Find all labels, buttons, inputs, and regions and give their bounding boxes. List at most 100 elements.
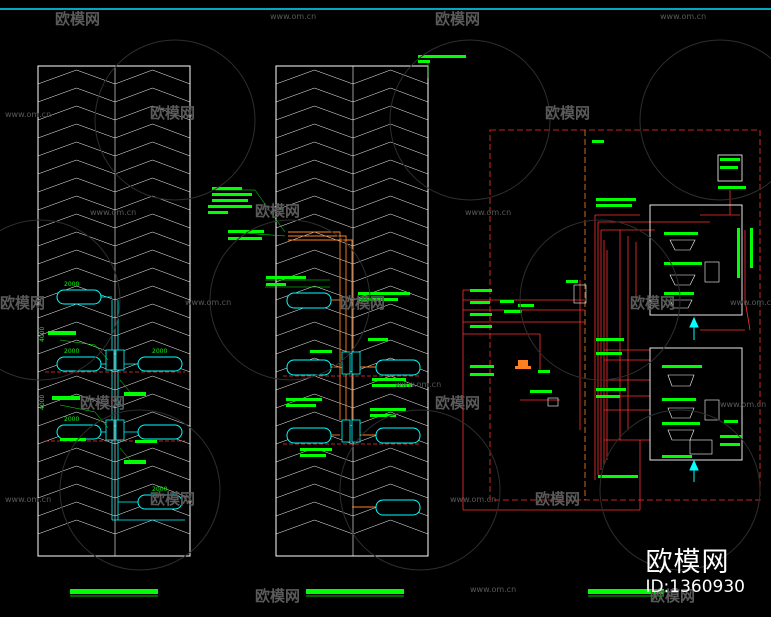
dim-label-3: 2000 xyxy=(152,348,167,355)
hatch-chevron xyxy=(352,321,429,337)
hatch-chevron xyxy=(114,519,191,535)
dim-label-4: 2000 xyxy=(64,416,79,423)
watermark-url: www.om.cn xyxy=(395,380,442,389)
plan-panel-left: 2000 2000 2000 2000 2000 4000 4000 xyxy=(37,65,191,597)
hatch-chevron xyxy=(275,87,354,103)
watermark-arcs xyxy=(0,39,771,571)
hatch-chevron xyxy=(275,519,354,535)
hatch-chevron xyxy=(352,249,429,265)
hatch-chevron xyxy=(114,69,191,85)
hatch-chevron xyxy=(352,177,429,193)
watermark-logo: 欧模网 xyxy=(255,587,301,605)
watermark-url: www.om.cn xyxy=(660,12,707,21)
hatch-chevron xyxy=(37,285,116,301)
watermark-url: www.om.cn xyxy=(5,110,52,119)
hatch-chevron xyxy=(114,447,191,463)
watermark-logo: 欧模网 xyxy=(0,294,46,312)
hatch-chevron xyxy=(275,501,354,517)
dim-label-1: 2000 xyxy=(64,281,79,288)
hatch-chevron xyxy=(114,177,191,193)
hatch-chevron xyxy=(114,159,191,175)
dim-label-v1: 4000 xyxy=(39,327,46,342)
hatch-chevron xyxy=(37,411,116,427)
pipes-right-red xyxy=(462,190,751,511)
hatch-chevron xyxy=(352,285,429,301)
watermark-url: www.om.cn xyxy=(730,298,771,307)
tank-m1 xyxy=(286,292,332,309)
brand-logo: 欧模网 xyxy=(645,547,730,578)
hatch-chevron xyxy=(37,195,116,211)
watermark-logo: 欧模网 xyxy=(435,394,481,412)
hatch-chevron xyxy=(37,267,116,283)
watermark-logo: 欧模网 xyxy=(255,202,301,220)
hatch-chevron xyxy=(114,123,191,139)
hatch-chevron xyxy=(37,375,116,391)
hatch-chevron xyxy=(275,195,354,211)
hatch-chevron xyxy=(114,303,191,319)
watermark-logo: 欧模网 xyxy=(650,587,696,605)
hatch-chevron xyxy=(275,69,354,85)
hatch-chevron xyxy=(352,339,429,355)
hatch-chevron xyxy=(352,375,429,391)
hatch-chevron xyxy=(114,249,191,265)
hatch-pattern-left xyxy=(37,69,191,535)
hatch-chevron xyxy=(114,375,191,391)
hatch-chevron xyxy=(114,195,191,211)
title-bar-right xyxy=(588,589,664,594)
schematic-panel-right xyxy=(462,129,761,597)
hatch-chevron xyxy=(352,303,429,319)
hatch-chevron xyxy=(114,393,191,409)
watermark-logo: 欧模网 xyxy=(435,10,481,28)
hatch-chevron xyxy=(275,249,354,265)
tank-l5 xyxy=(137,424,183,440)
hatch-chevron xyxy=(275,411,354,427)
watermark-url: www.om.cn xyxy=(90,208,137,217)
hatch-chevron xyxy=(352,195,429,211)
hatch-chevron xyxy=(275,483,354,499)
hatch-chevron xyxy=(37,87,116,103)
hatch-chevron xyxy=(275,465,354,481)
watermark-url: www.om.cn xyxy=(720,400,767,409)
watermark-logo: 欧模网 xyxy=(55,10,101,28)
hatch-chevron xyxy=(37,393,116,409)
hatch-chevron xyxy=(114,339,191,355)
hatch-chevron xyxy=(114,141,191,157)
hatch-chevron xyxy=(352,213,429,229)
hatch-chevron xyxy=(114,231,191,247)
title-bar-middle xyxy=(306,589,404,594)
hatch-chevron xyxy=(352,141,429,157)
dim-label-5: 2000 xyxy=(152,486,167,493)
watermark-url: www.om.cn xyxy=(185,298,232,307)
hatch-chevron xyxy=(114,105,191,121)
hatch-chevron xyxy=(37,303,116,319)
hatch-chevron xyxy=(37,231,116,247)
hatch-chevron xyxy=(114,87,191,103)
title-bar-left xyxy=(70,589,158,594)
plan-panel-middle xyxy=(208,55,466,597)
brand-id: ID:1360930 xyxy=(645,577,745,597)
hatch-chevron xyxy=(114,483,191,499)
hatch-chevron xyxy=(37,177,116,193)
hatch-chevron xyxy=(37,483,116,499)
dim-label-2: 2000 xyxy=(64,348,79,355)
tank-l1 xyxy=(56,289,102,305)
hatch-chevron xyxy=(37,339,116,355)
hatch-chevron xyxy=(275,213,354,229)
hatch-chevron xyxy=(37,465,116,481)
watermark-url: www.om.cn xyxy=(5,495,52,504)
hatch-chevron xyxy=(37,249,116,265)
hatch-chevron xyxy=(275,123,354,139)
hatch-chevron xyxy=(37,447,116,463)
tank-m2 xyxy=(286,359,332,376)
hatch-chevron xyxy=(275,159,354,175)
control-box xyxy=(717,154,743,182)
tank-m4 xyxy=(286,427,332,444)
watermark-logo: 欧模网 xyxy=(340,294,386,312)
hatch-chevron xyxy=(114,213,191,229)
hatch-chevron xyxy=(114,267,191,283)
hatch-chevron xyxy=(37,519,116,535)
cabinet-lower xyxy=(649,347,743,461)
hatch-chevron xyxy=(275,141,354,157)
hatch-chevron xyxy=(114,285,191,301)
